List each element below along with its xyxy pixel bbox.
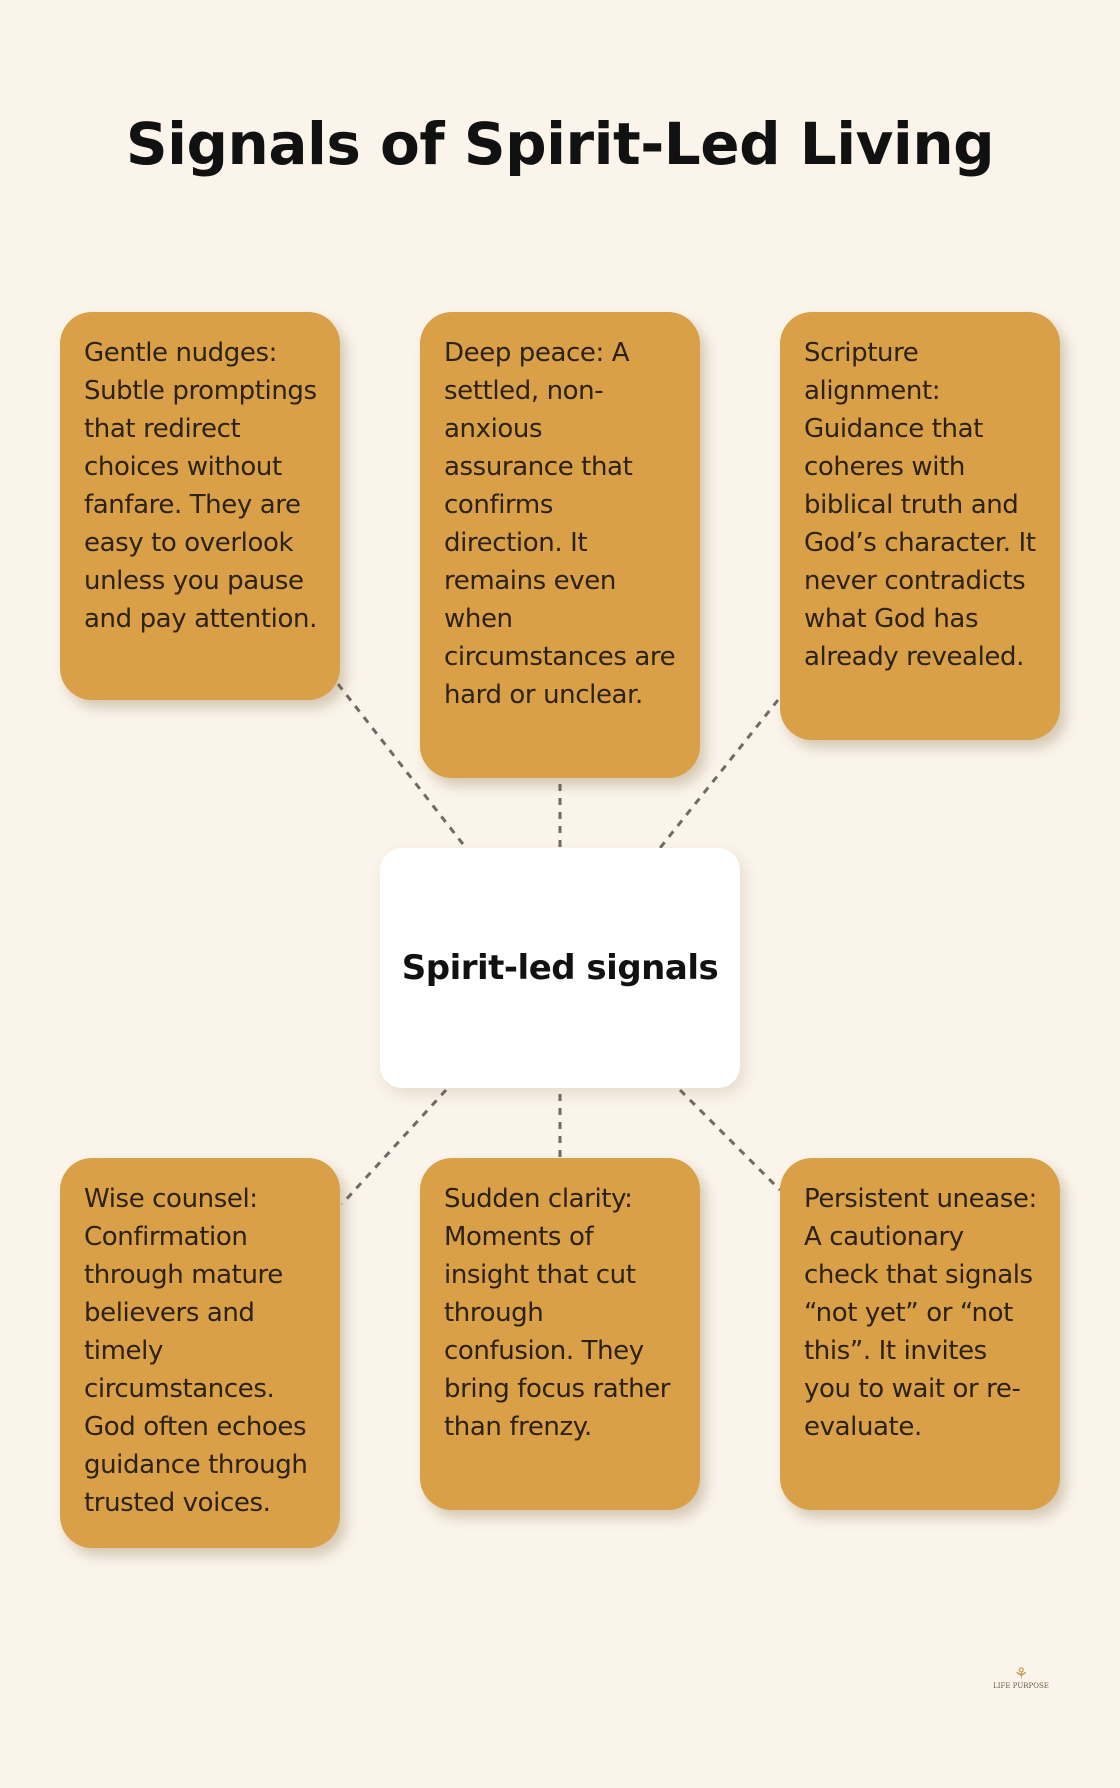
brand-logo: ⚘ LIFE PURPOSE bbox=[985, 1666, 1057, 1691]
signal-card-gentle-nudges: Gentle nudges: Subtle promptings that re… bbox=[60, 312, 340, 700]
signal-text: Sudden clarity: Moments of insight that … bbox=[444, 1184, 671, 1442]
signal-card-persistent-unease: Persistent unease: A cautionary check th… bbox=[780, 1158, 1060, 1510]
connector-persistent-unease bbox=[678, 1088, 782, 1192]
signal-card-wise-counsel: Wise counsel: Confirmation through matur… bbox=[60, 1158, 340, 1548]
connector-scripture-alignment bbox=[658, 699, 780, 849]
signal-card-sudden-clarity: Sudden clarity: Moments of insight that … bbox=[420, 1158, 700, 1510]
signal-text: Persistent unease: A cautionary check th… bbox=[804, 1184, 1037, 1442]
center-label: Spirit-led signals bbox=[401, 948, 719, 988]
logo-text: LIFE PURPOSE bbox=[993, 1682, 1049, 1690]
signal-text: Gentle nudges: Subtle promptings that re… bbox=[84, 338, 317, 634]
signal-text: Scripture alignment: Guidance that coher… bbox=[804, 338, 1036, 672]
connector-gentle-nudges bbox=[336, 683, 468, 849]
signal-text: Deep peace: A settled, non-anxious assur… bbox=[444, 338, 676, 710]
connector-wise-counsel bbox=[340, 1088, 448, 1206]
page-title: Signals of Spirit-Led Living bbox=[125, 110, 995, 178]
signal-text: Wise counsel: Confirmation through matur… bbox=[84, 1184, 308, 1518]
signal-card-scripture-alignment: Scripture alignment: Guidance that coher… bbox=[780, 312, 1060, 740]
signal-card-deep-peace: Deep peace: A settled, non-anxious assur… bbox=[420, 312, 700, 778]
center-node: Spirit-led signals bbox=[380, 848, 740, 1088]
tree-icon: ⚘ bbox=[1013, 1664, 1029, 1683]
